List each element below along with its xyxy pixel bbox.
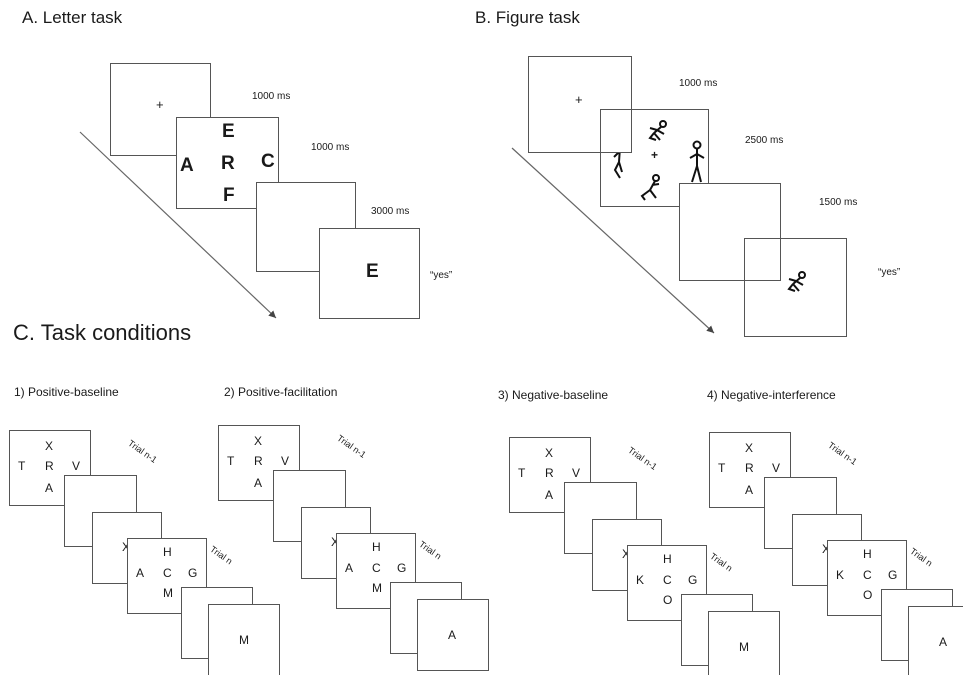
letter-left: A	[345, 561, 353, 575]
letter-right: V	[772, 461, 780, 475]
probe-letter: M	[239, 633, 249, 647]
fixation-cross: +	[156, 97, 164, 112]
letter-top: H	[663, 552, 672, 566]
letter-bottom: O	[663, 593, 672, 607]
letter-right: G	[688, 573, 697, 587]
probe-letter: A	[448, 628, 456, 642]
letter-center: R	[45, 459, 54, 473]
letter-bottom: M	[372, 581, 382, 595]
letter-top: H	[372, 540, 381, 554]
probe-letter: E	[366, 261, 379, 283]
letter-top: X	[45, 439, 53, 453]
letter-left: T	[18, 459, 25, 473]
letter-left: T	[718, 461, 725, 475]
letter-left: A	[180, 155, 194, 177]
letter-right: V	[281, 454, 289, 468]
letter-top: X	[745, 441, 753, 455]
probe-frame-b	[744, 238, 847, 337]
letter-left: K	[836, 568, 844, 582]
timing-label: 1000 ms	[679, 78, 717, 89]
response-label: “yes”	[430, 270, 452, 281]
letter-bottom: A	[254, 476, 262, 490]
response-label: “yes”	[878, 267, 900, 278]
letter-bottom: A	[545, 488, 553, 502]
letter-top: H	[163, 545, 172, 559]
letter-right: C	[261, 151, 275, 173]
timing-label: 3000 ms	[371, 206, 409, 217]
probe-frame-a: E	[319, 228, 420, 319]
letter-bottom: A	[745, 483, 753, 497]
letter-center: C	[863, 568, 872, 582]
letter-bottom: A	[45, 481, 53, 495]
timing-label: 2500 ms	[745, 135, 783, 146]
letter-left: K	[636, 573, 644, 587]
letter-center: C	[372, 561, 381, 575]
letter-right: V	[72, 459, 80, 473]
letter-top: E	[222, 121, 235, 143]
panel-c-title: C. Task conditions	[13, 320, 191, 346]
letter-top: H	[863, 547, 872, 561]
fixation-cross: +	[575, 92, 583, 107]
letter-center: C	[663, 573, 672, 587]
probe-frame: A	[908, 606, 963, 675]
letter-top: X	[545, 446, 553, 460]
condition-title: 4) Negative-interference	[707, 388, 836, 402]
probe-frame: M	[708, 611, 780, 675]
letter-left: T	[518, 466, 525, 480]
letter-bottom: F	[223, 185, 235, 207]
panel-a-title: A. Letter task	[22, 8, 122, 28]
timing-label: 1000 ms	[252, 91, 290, 102]
letter-bottom: O	[863, 588, 872, 602]
probe-letter: A	[939, 635, 947, 649]
letter-center: R	[745, 461, 754, 475]
probe-frame: A	[417, 599, 489, 671]
letter-right: G	[888, 568, 897, 582]
letter-left: T	[227, 454, 234, 468]
timing-label: 1000 ms	[311, 142, 349, 153]
letter-center: R	[221, 153, 235, 175]
probe-frame: M	[208, 604, 280, 675]
probe-letter: M	[739, 640, 749, 654]
letter-bottom: M	[163, 586, 173, 600]
letter-center: R	[254, 454, 263, 468]
condition-title: 2) Positive-facilitation	[224, 385, 337, 399]
letter-right: G	[397, 561, 406, 575]
center-fixation: +	[651, 148, 658, 162]
letter-right: V	[572, 466, 580, 480]
letter-left: A	[136, 566, 144, 580]
letter-top: X	[254, 434, 262, 448]
letter-right: G	[188, 566, 197, 580]
condition-title: 1) Positive-baseline	[14, 385, 119, 399]
letter-center: C	[163, 566, 172, 580]
timing-label: 1500 ms	[819, 197, 857, 208]
condition-title: 3) Negative-baseline	[498, 388, 608, 402]
panel-b-title: B. Figure task	[475, 8, 580, 28]
letter-center: R	[545, 466, 554, 480]
